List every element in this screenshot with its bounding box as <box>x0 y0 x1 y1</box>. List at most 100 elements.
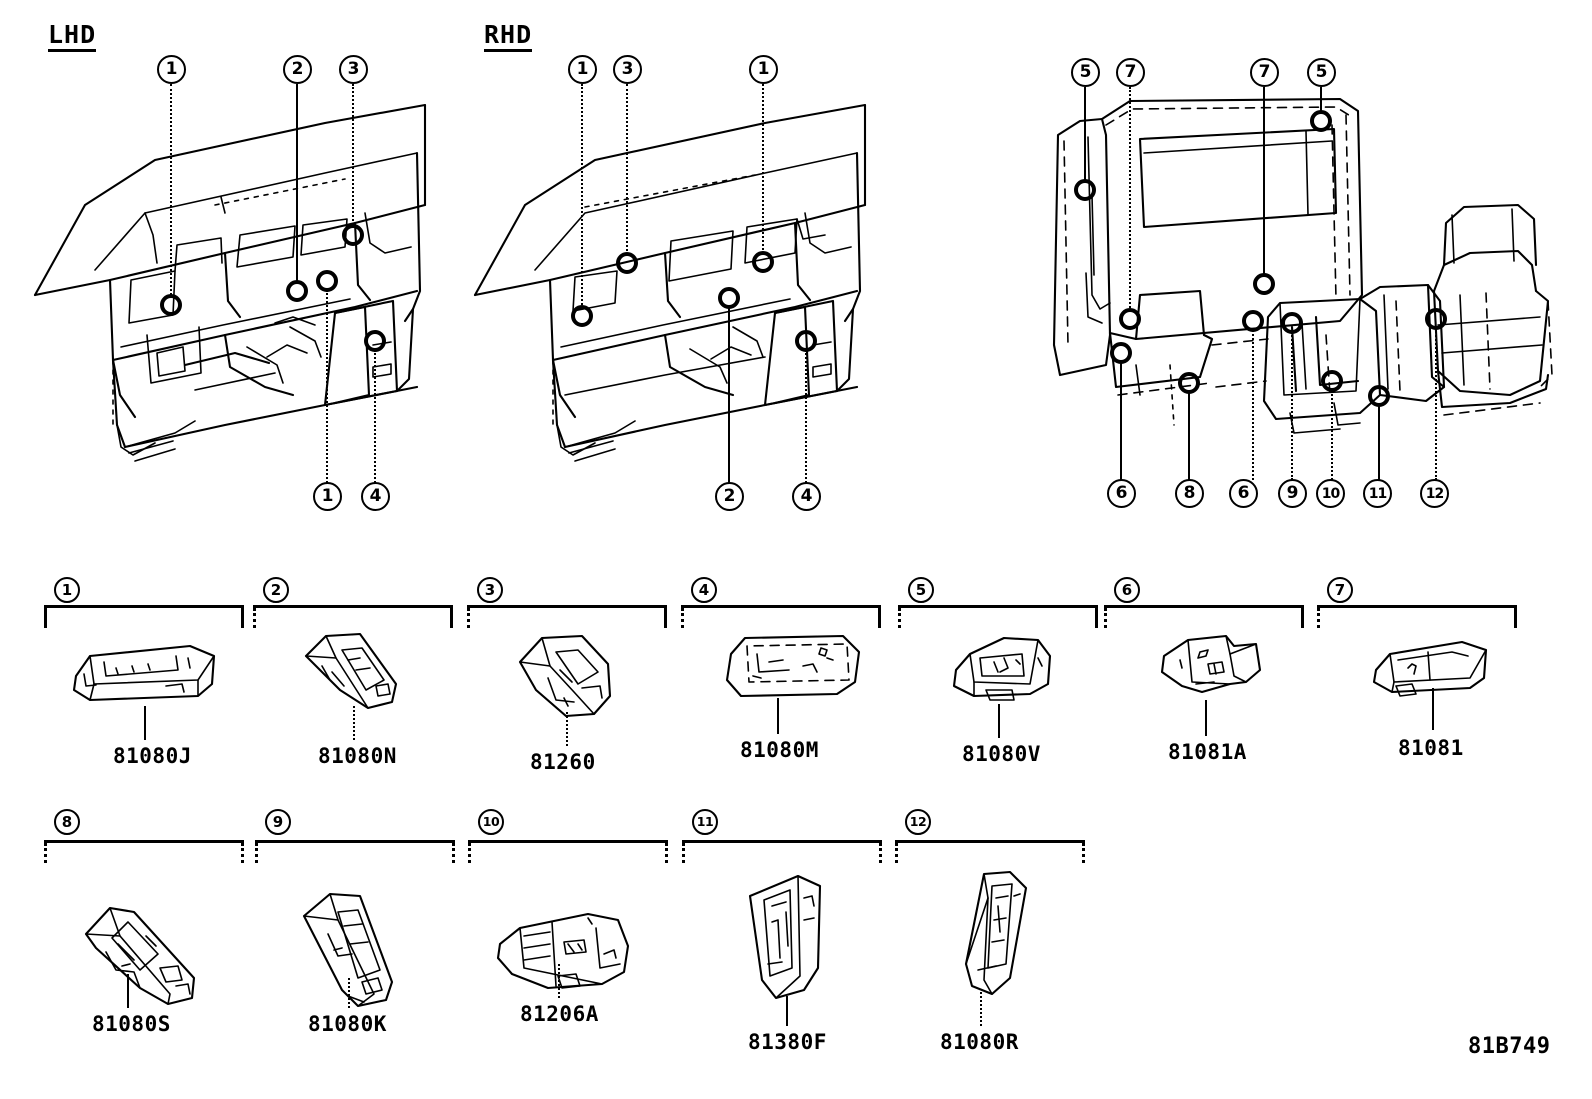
part-code-8: 81080S <box>92 1012 171 1036</box>
part-code-4: 81080M <box>740 738 819 762</box>
callout-number: 7 <box>1116 58 1145 87</box>
part-image-2 <box>304 632 398 710</box>
callout-number: 1 <box>568 55 597 84</box>
target-ring <box>1119 308 1141 330</box>
part-code-3: 81260 <box>530 750 596 774</box>
callout-rear-5a[interactable]: 5 <box>1071 58 1100 87</box>
callout-number: 2 <box>283 55 312 84</box>
callout-rear-7a[interactable]: 7 <box>1116 58 1145 87</box>
part-leader-2 <box>353 706 355 740</box>
leader-line <box>296 84 299 284</box>
callout-number: 5 <box>1307 58 1336 87</box>
callout-rhd-1a[interactable]: 1 <box>568 55 597 84</box>
part-image-1 <box>72 644 216 702</box>
callout-rear-6b[interactable]: 6 <box>1229 479 1258 508</box>
callout-rhd-1b[interactable]: 1 <box>749 55 778 84</box>
part-image-6 <box>1160 634 1262 694</box>
target-ring <box>286 280 308 302</box>
part-image-7 <box>1372 640 1488 697</box>
legend-number-1: 1 <box>54 577 80 603</box>
legend-number-10: 10 <box>478 809 504 835</box>
callout-rear-6a[interactable]: 6 <box>1107 479 1136 508</box>
leader-line <box>1263 87 1266 276</box>
legend-number-5: 5 <box>908 577 934 603</box>
legend-bracket-8 <box>44 840 244 863</box>
callout-rear-5b[interactable]: 5 <box>1307 58 1336 87</box>
callout-number: 1 <box>749 55 778 84</box>
legend-bracket-12 <box>895 840 1085 863</box>
callout-lhd-b4[interactable]: 4 <box>361 482 390 511</box>
part-leader-11 <box>786 996 789 1026</box>
part-leader-7 <box>1432 688 1435 730</box>
leader-line <box>1378 405 1381 480</box>
leader-line <box>581 84 583 308</box>
callout-rear-8[interactable]: 8 <box>1175 479 1204 508</box>
callout-lhd-b1[interactable]: 1 <box>313 482 342 511</box>
callout-number: 4 <box>792 482 821 511</box>
view-title-rhd: RHD <box>484 22 533 52</box>
leader-line <box>805 350 807 483</box>
part-code-5: 81080V <box>962 742 1041 766</box>
legend-bracket-4 <box>681 605 881 628</box>
part-code-7: 81081 <box>1398 736 1464 760</box>
legend-number-7: 7 <box>1327 577 1353 603</box>
callout-rhd-b2[interactable]: 2 <box>715 482 744 511</box>
part-code-1: 81080J <box>113 744 192 768</box>
callout-rear-11[interactable]: 11 <box>1363 479 1392 508</box>
part-leader-10 <box>558 964 560 998</box>
target-ring <box>342 224 364 246</box>
legend-number-3: 3 <box>477 577 503 603</box>
legend-bracket-6 <box>1104 605 1304 628</box>
part-leader-6 <box>1205 700 1208 736</box>
callout-number: 1 <box>157 55 186 84</box>
callout-lhd-1[interactable]: 1 <box>157 55 186 84</box>
leader-line <box>352 84 354 228</box>
legend-bracket-10 <box>468 840 668 863</box>
part-code-9: 81080K <box>308 1012 387 1036</box>
legend-bracket-9 <box>255 840 455 863</box>
part-code-6: 81081A <box>1168 740 1247 764</box>
part-code-2: 81080N <box>318 744 397 768</box>
legend-number-6: 6 <box>1114 577 1140 603</box>
callout-rear-12[interactable]: 12 <box>1420 479 1449 508</box>
part-image-11 <box>748 874 822 1000</box>
callout-lhd-2[interactable]: 2 <box>283 55 312 84</box>
callout-number: 3 <box>613 55 642 84</box>
callout-number: 12 <box>1420 479 1449 508</box>
callout-number: 3 <box>339 55 368 84</box>
legend-number-9: 9 <box>265 809 291 835</box>
leader-line <box>1331 390 1333 480</box>
callout-rear-7b[interactable]: 7 <box>1250 58 1279 87</box>
callout-number: 6 <box>1229 479 1258 508</box>
part-leader-12 <box>980 992 982 1026</box>
callout-number: 10 <box>1316 479 1345 508</box>
legend-number-2: 2 <box>263 577 289 603</box>
part-image-3 <box>518 634 612 718</box>
callout-lhd-3[interactable]: 3 <box>339 55 368 84</box>
legend-bracket-11 <box>682 840 882 863</box>
diagram-code: 81B749 <box>1468 1034 1551 1059</box>
legend-number-4: 4 <box>691 577 717 603</box>
part-leader-4 <box>777 698 780 734</box>
leader-line <box>1120 362 1123 480</box>
target-ring <box>160 294 182 316</box>
leader-line <box>1129 87 1131 311</box>
legend-number-8: 8 <box>54 809 80 835</box>
legend-bracket-5 <box>898 605 1098 628</box>
part-image-4 <box>725 634 861 698</box>
callout-rear-9[interactable]: 9 <box>1278 479 1307 508</box>
part-image-9 <box>302 892 394 1008</box>
callout-number: 5 <box>1071 58 1100 87</box>
part-leader-9 <box>348 978 350 1008</box>
callout-number: 6 <box>1107 479 1136 508</box>
part-leader-3 <box>566 712 568 746</box>
part-image-5 <box>952 636 1052 701</box>
legend-number-12: 12 <box>905 809 931 835</box>
leader-line <box>626 84 628 255</box>
part-image-10 <box>496 912 630 990</box>
legend-number-11: 11 <box>692 809 718 835</box>
callout-rhd-3[interactable]: 3 <box>613 55 642 84</box>
rear-seat-illustration <box>1052 97 1553 434</box>
callout-rhd-b4[interactable]: 4 <box>792 482 821 511</box>
callout-rear-10[interactable]: 10 <box>1316 479 1345 508</box>
